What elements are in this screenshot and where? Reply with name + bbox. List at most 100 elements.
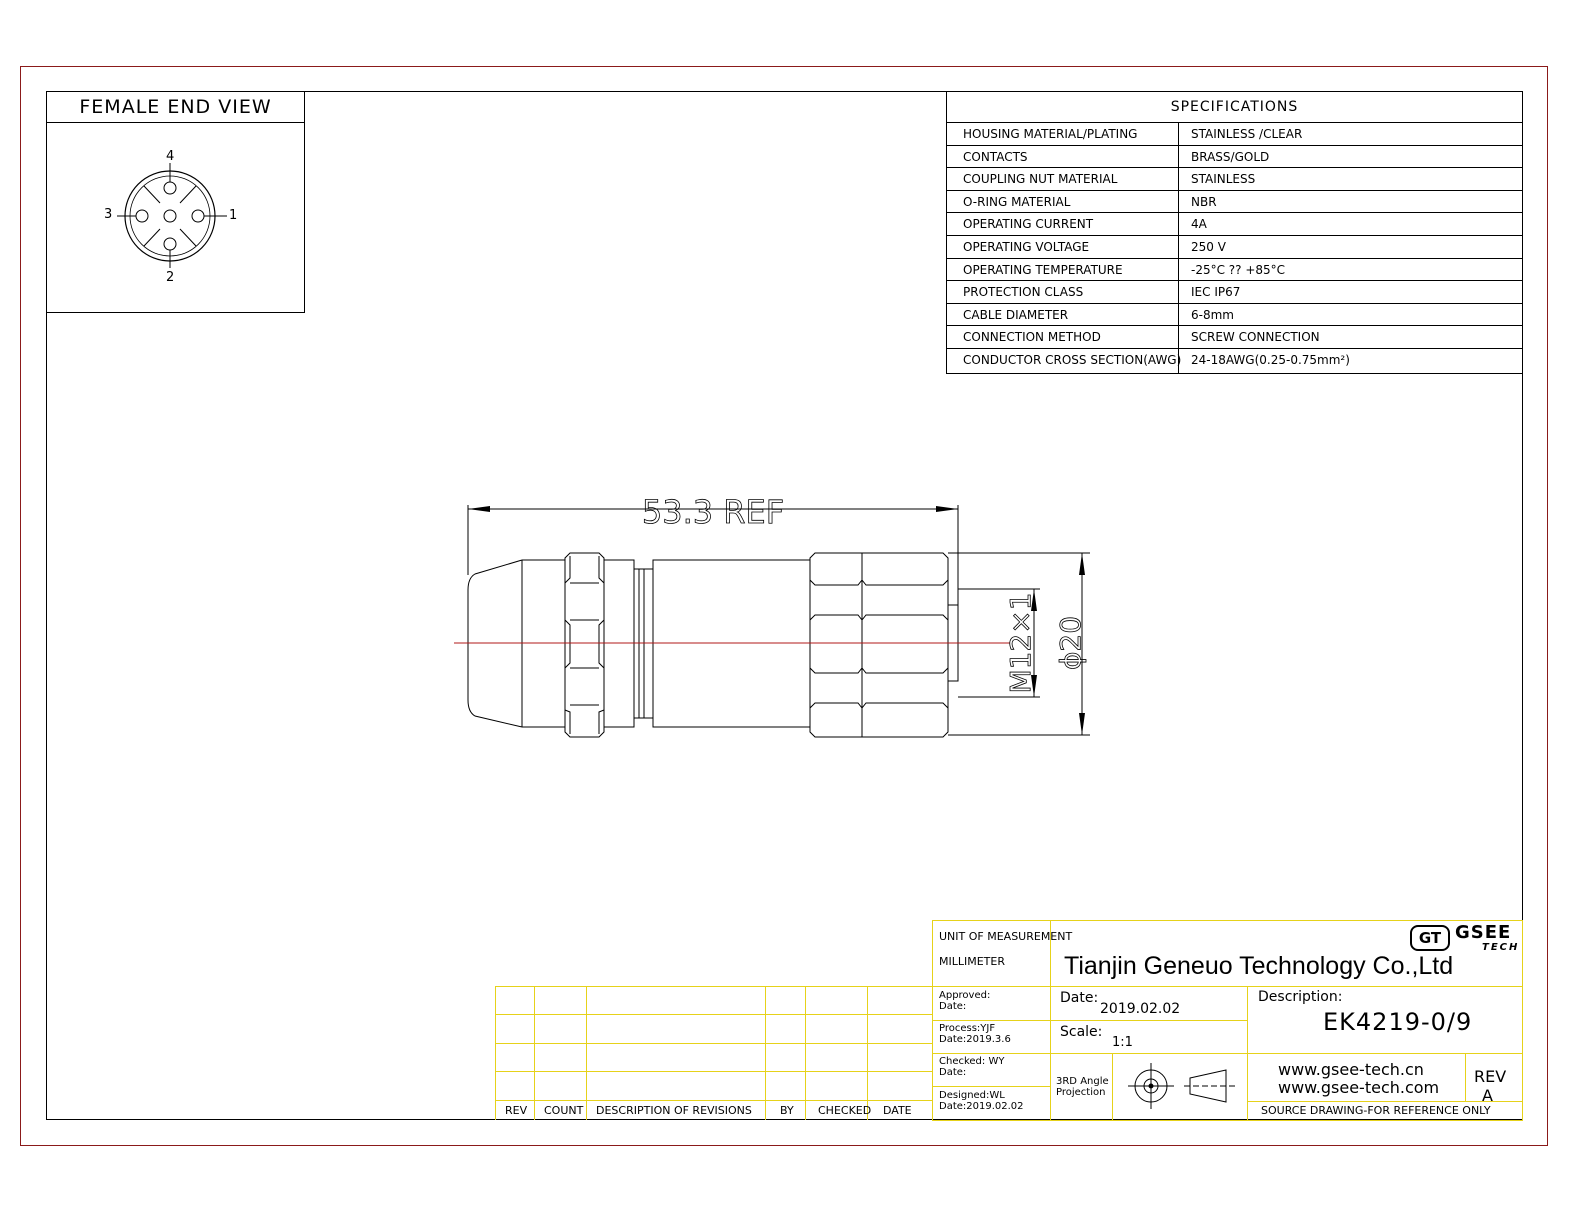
spec-row: OPERATING TEMPERATURE -25°C ?? +85°C xyxy=(947,259,1522,282)
end-view-title: FEMALE END VIEW xyxy=(47,92,304,123)
spec-row: CABLE DIAMETER 6-8mm xyxy=(947,304,1522,327)
title-grid-line xyxy=(1465,1053,1466,1101)
thread-dimension: M12×1 xyxy=(1004,592,1037,693)
title-grid-line xyxy=(1522,920,1523,1121)
title-grid-line xyxy=(932,1086,1050,1087)
title-grid-line xyxy=(932,1020,1247,1021)
rev-grid-line xyxy=(495,1100,932,1101)
checked-date: Date: xyxy=(939,1067,967,1078)
website-com: www.gsee-tech.com xyxy=(1278,1078,1440,1097)
spec-key: CONTACTS xyxy=(963,149,1028,164)
rev-grid-line xyxy=(495,986,932,987)
spec-value: 6-8mm xyxy=(1191,307,1234,322)
rev-grid-line xyxy=(495,1014,932,1015)
rev-grid-line xyxy=(586,986,587,1120)
rev-grid-line xyxy=(534,986,535,1120)
rev-grid-line xyxy=(765,986,766,1120)
spec-key: CABLE DIAMETER xyxy=(963,307,1069,322)
rev-grid-line xyxy=(495,986,496,1120)
designed-date: Date:2019.02.02 xyxy=(939,1101,1024,1112)
rev-grid-line xyxy=(867,986,868,1120)
spec-value: 250 V xyxy=(1191,240,1226,254)
female-end-view-panel: FEMALE END VIEW 1 2 3 4 xyxy=(46,91,305,313)
projection-label-1: 3RD Angle xyxy=(1056,1076,1109,1087)
approved-date: Date: xyxy=(939,1001,967,1012)
process-label: Process:YJF xyxy=(939,1023,996,1034)
pin-label-3: 3 xyxy=(104,207,113,222)
date-value: 2019.02.02 xyxy=(1100,1001,1181,1017)
spec-value: SCREW CONNECTION xyxy=(1191,330,1320,345)
title-grid-line xyxy=(1247,1101,1523,1102)
spec-key: PROTECTION CLASS xyxy=(963,285,1084,300)
logo-subtitle: TECH xyxy=(1482,942,1520,953)
title-grid-line xyxy=(932,1053,1523,1054)
spec-row: OPERATING CURRENT 4A xyxy=(947,213,1522,236)
company-name: Tianjin Geneuo Technology Co.,Ltd xyxy=(1064,952,1454,980)
spec-value: 4A xyxy=(1191,217,1207,232)
rev-grid-line xyxy=(495,1043,932,1044)
spec-row: HOUSING MATERIAL/PLATING STAINLESS /CLEAR xyxy=(947,123,1522,146)
spec-value: 24-18AWG(0.25-0.75mm²) xyxy=(1191,353,1350,367)
source-drawing-note: SOURCE DRAWING-FOR REFERENCE ONLY xyxy=(1261,1104,1491,1117)
scale-label: Scale: xyxy=(1060,1024,1103,1040)
spec-row: OPERATING VOLTAGE 250 V xyxy=(947,236,1522,259)
pin-label-2: 2 xyxy=(166,270,175,285)
title-grid-line xyxy=(932,1120,1523,1121)
scale-value: 1:1 xyxy=(1112,1035,1133,1050)
spec-value: -25°C ?? +85°C xyxy=(1191,262,1286,277)
spec-row: CONDUCTOR CROSS SECTION(AWG) 24-18AWG(0.2… xyxy=(947,349,1522,372)
spec-row: CONNECTION METHOD SCREW CONNECTION xyxy=(947,326,1522,349)
length-dimension: 53.3 REF xyxy=(642,493,784,531)
third-angle-projection-icon xyxy=(1128,1063,1236,1109)
spec-value: IEC IP67 xyxy=(1191,285,1241,300)
title-grid-line xyxy=(932,986,1523,987)
logo-name: GSEE xyxy=(1455,922,1512,943)
unit-of-measurement-value: MILLIMETER xyxy=(939,955,1005,968)
rev-header-by: BY xyxy=(780,1104,794,1117)
spec-value: STAINLESS xyxy=(1191,172,1256,187)
rev-grid-line xyxy=(805,986,806,1120)
unit-of-measurement-label: UNIT OF MEASUREMENT xyxy=(939,930,1073,943)
spec-key: OPERATING TEMPERATURE xyxy=(963,262,1123,277)
spec-row: CONTACTS BRASS/GOLD xyxy=(947,146,1522,169)
connector-face-diagram xyxy=(117,163,227,268)
rev-label: REV xyxy=(1474,1067,1507,1086)
title-grid-line xyxy=(932,920,1523,921)
rev-header-description: DESCRIPTION OF REVISIONS xyxy=(596,1104,752,1117)
spec-value: STAINLESS /CLEAR xyxy=(1191,127,1303,141)
spec-key: CONNECTION METHOD xyxy=(963,330,1101,345)
gsee-logo-icon: GT xyxy=(1410,925,1450,951)
spec-row: PROTECTION CLASS IEC IP67 xyxy=(947,281,1522,304)
title-grid-line xyxy=(1247,986,1248,1121)
spec-key: CONDUCTOR CROSS SECTION(AWG) xyxy=(963,353,1182,367)
drawing-border xyxy=(46,91,1523,1120)
spec-key: COUPLING NUT MATERIAL xyxy=(963,172,1118,187)
pin-label-4: 4 xyxy=(166,149,175,164)
spec-column-divider xyxy=(1178,123,1179,374)
rev-header-checked: CHECKED xyxy=(818,1104,872,1117)
spec-key: O-RING MATERIAL xyxy=(963,194,1071,209)
specifications-table: SPECIFICATIONS HOUSING MATERIAL/PLATING S… xyxy=(946,91,1523,374)
part-number: EK4219-0/9 xyxy=(1323,1008,1473,1036)
diameter-dimension: ϕ20 xyxy=(1054,616,1087,670)
approved-label: Approved: xyxy=(939,990,991,1001)
title-grid-line xyxy=(1112,1053,1113,1121)
description-label: Description: xyxy=(1258,989,1343,1005)
spec-value: BRASS/GOLD xyxy=(1191,149,1270,164)
outer-border xyxy=(20,66,1548,1146)
spec-key: HOUSING MATERIAL/PLATING xyxy=(963,127,1138,141)
projection-label-2: Projection xyxy=(1056,1087,1106,1098)
process-date: Date:2019.3.6 xyxy=(939,1034,1011,1045)
checked-label: Checked: WY xyxy=(939,1056,1005,1067)
spec-key: OPERATING VOLTAGE xyxy=(963,240,1090,254)
date-label: Date: xyxy=(1060,990,1099,1006)
website-cn: www.gsee-tech.cn xyxy=(1278,1060,1424,1079)
rev-value: A xyxy=(1482,1086,1493,1105)
specifications-title: SPECIFICATIONS xyxy=(947,92,1522,123)
spec-row: COUPLING NUT MATERIAL STAINLESS xyxy=(947,168,1522,191)
spec-key: OPERATING CURRENT xyxy=(963,217,1094,232)
rev-header-date: DATE xyxy=(883,1104,912,1117)
rev-grid-line xyxy=(495,1071,932,1072)
